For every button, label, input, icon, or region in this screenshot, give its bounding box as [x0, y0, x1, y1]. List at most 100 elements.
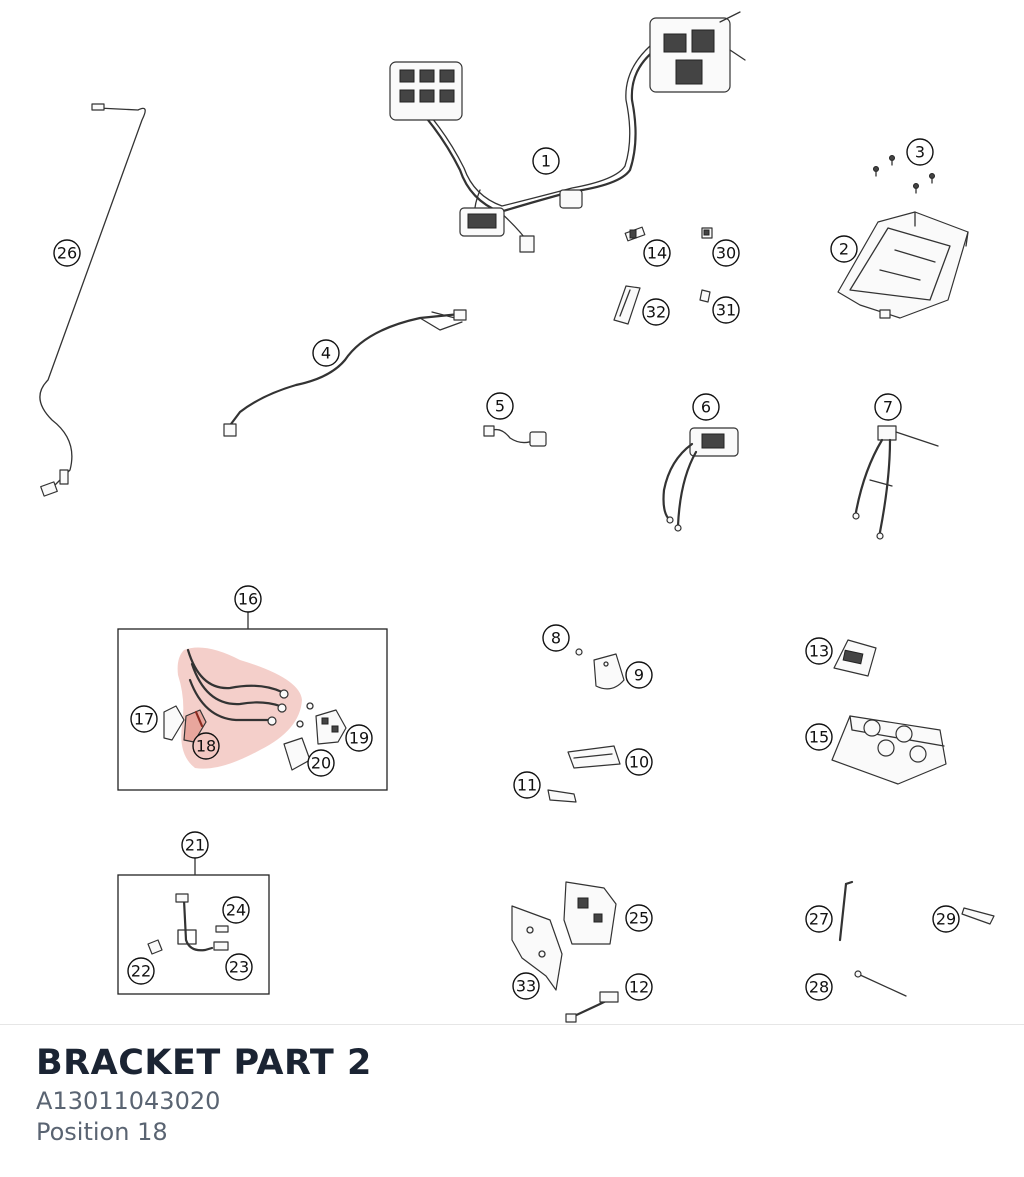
part-6-connector-harness-drawing[interactable] [662, 427, 739, 532]
part-label-17[interactable]: 17 [130, 705, 158, 733]
part-5-sensor-cable-drawing[interactable] [483, 425, 547, 447]
part-7-fork-cable-drawing[interactable] [852, 425, 939, 540]
part-label-13[interactable]: 13 [805, 637, 833, 665]
part-31-clip-drawing[interactable] [699, 289, 711, 303]
part-3-screws-drawing[interactable] [873, 155, 935, 194]
part-33-cover-drawing[interactable] [511, 905, 563, 991]
svg-text:18: 18 [196, 737, 216, 756]
part-label-20[interactable]: 20 [307, 749, 335, 777]
part-28-bolt-drawing[interactable] [854, 970, 907, 997]
svg-text:9: 9 [634, 666, 644, 685]
svg-text:31: 31 [716, 301, 736, 320]
section-divider [0, 1024, 1024, 1025]
part-20-bracket-drawing[interactable] [283, 737, 311, 771]
svg-text:29: 29 [936, 910, 956, 929]
part-25-cover-drawing[interactable] [563, 881, 617, 945]
svg-text:4: 4 [321, 344, 331, 363]
part-12-cable-drawing[interactable] [565, 991, 619, 1023]
part-label-25[interactable]: 25 [625, 904, 653, 932]
svg-text:13: 13 [809, 642, 829, 661]
part-label-32[interactable]: 32 [642, 298, 670, 326]
part-16-bracket-tubes-drawing[interactable] [186, 648, 314, 728]
part-label-10[interactable]: 10 [625, 748, 653, 776]
svg-text:16: 16 [238, 590, 258, 609]
part-label-29[interactable]: 29 [932, 905, 960, 933]
part-29-clip-drawing[interactable] [961, 907, 995, 925]
part-27-rod-drawing[interactable] [838, 880, 854, 942]
part-19-bracket-drawing[interactable] [315, 709, 347, 745]
svg-text:21: 21 [185, 836, 205, 855]
svg-text:19: 19 [349, 729, 369, 748]
part-label-2[interactable]: 2 [830, 235, 858, 263]
svg-text:10: 10 [629, 753, 649, 772]
part-14-clip-drawing[interactable] [624, 226, 646, 242]
part-label-7[interactable]: 7 [874, 393, 902, 421]
part-label-11[interactable]: 11 [513, 771, 541, 799]
part-label-4[interactable]: 4 [312, 339, 340, 367]
svg-text:30: 30 [716, 244, 736, 263]
part-32-cover-drawing[interactable] [613, 285, 641, 325]
part-26-cable-drawing[interactable] [39, 103, 146, 497]
part-label-28[interactable]: 28 [805, 973, 833, 1001]
part-label-23[interactable]: 23 [225, 953, 253, 981]
svg-text:22: 22 [131, 962, 151, 981]
part-label-19[interactable]: 19 [345, 724, 373, 752]
svg-text:23: 23 [229, 958, 249, 977]
part-17-bracket-drawing[interactable] [163, 705, 185, 741]
part-24-clip-drawing[interactable] [215, 925, 229, 933]
group-21-frame [117, 874, 270, 995]
exploded-parts-diagram: 1 2 3 4 5 6 7 8 9 10 11 12 13 14 15 16 1… [39, 11, 995, 1023]
part-23-clip-drawing[interactable] [213, 941, 229, 951]
svg-text:14: 14 [647, 244, 667, 263]
part-10-cover-drawing[interactable] [567, 745, 621, 769]
part-21-cable-drawing[interactable] [175, 893, 214, 952]
part-label-1[interactable]: 1 [532, 147, 560, 175]
part-label-30[interactable]: 30 [712, 239, 740, 267]
svg-text:12: 12 [629, 978, 649, 997]
part-label-18[interactable]: 18 [192, 732, 220, 760]
part-11-clip-drawing[interactable] [547, 789, 577, 803]
part-2-tray-drawing[interactable] [837, 211, 969, 319]
part-label-3[interactable]: 3 [906, 138, 934, 166]
part-4-cable-drawing[interactable] [223, 309, 467, 437]
group-16-frame [117, 628, 388, 791]
part-label-26[interactable]: 26 [53, 239, 81, 267]
svg-text:27: 27 [809, 910, 829, 929]
part-label-24[interactable]: 24 [222, 896, 250, 924]
svg-text:5: 5 [495, 397, 505, 416]
svg-text:6: 6 [701, 398, 711, 417]
part-number: A13011043020 [36, 1087, 221, 1115]
part-label-27[interactable]: 27 [805, 905, 833, 933]
svg-text:8: 8 [551, 629, 561, 648]
svg-text:24: 24 [226, 901, 246, 920]
part-label-8[interactable]: 8 [542, 624, 570, 652]
part-1-main-harness-drawing[interactable] [389, 11, 746, 253]
part-label-16[interactable]: 16 [234, 585, 262, 613]
part-label-12[interactable]: 12 [625, 973, 653, 1001]
part-30-clip-drawing[interactable] [701, 227, 713, 239]
svg-text:28: 28 [809, 978, 829, 997]
part-label-31[interactable]: 31 [712, 296, 740, 324]
part-label-6[interactable]: 6 [692, 393, 720, 421]
part-label-5[interactable]: 5 [486, 392, 514, 420]
part-9-cap-drawing[interactable] [593, 653, 625, 690]
part-position: Position 18 [36, 1118, 168, 1146]
svg-text:2: 2 [839, 240, 849, 259]
part-13-control-unit-drawing[interactable] [833, 639, 877, 677]
part-label-14[interactable]: 14 [643, 239, 671, 267]
svg-text:3: 3 [915, 143, 925, 162]
part-8-screw-drawing[interactable] [575, 648, 583, 656]
part-label-33[interactable]: 33 [512, 972, 540, 1000]
part-label-9[interactable]: 9 [625, 661, 653, 689]
svg-text:32: 32 [646, 303, 666, 322]
part-info-panel: BRACKET PART 2 A13011043020 Position 18 [36, 1040, 996, 1148]
svg-text:26: 26 [57, 244, 77, 263]
part-title: BRACKET PART 2 [36, 1043, 372, 1083]
part-18-bracket-drawing[interactable] [183, 709, 207, 743]
svg-text:25: 25 [629, 909, 649, 928]
part-15-controller-drawing[interactable] [831, 715, 947, 785]
part-22-clip-drawing[interactable] [147, 939, 163, 955]
part-label-21[interactable]: 21 [181, 831, 209, 859]
part-label-15[interactable]: 15 [805, 723, 833, 751]
part-label-22[interactable]: 22 [127, 957, 155, 985]
